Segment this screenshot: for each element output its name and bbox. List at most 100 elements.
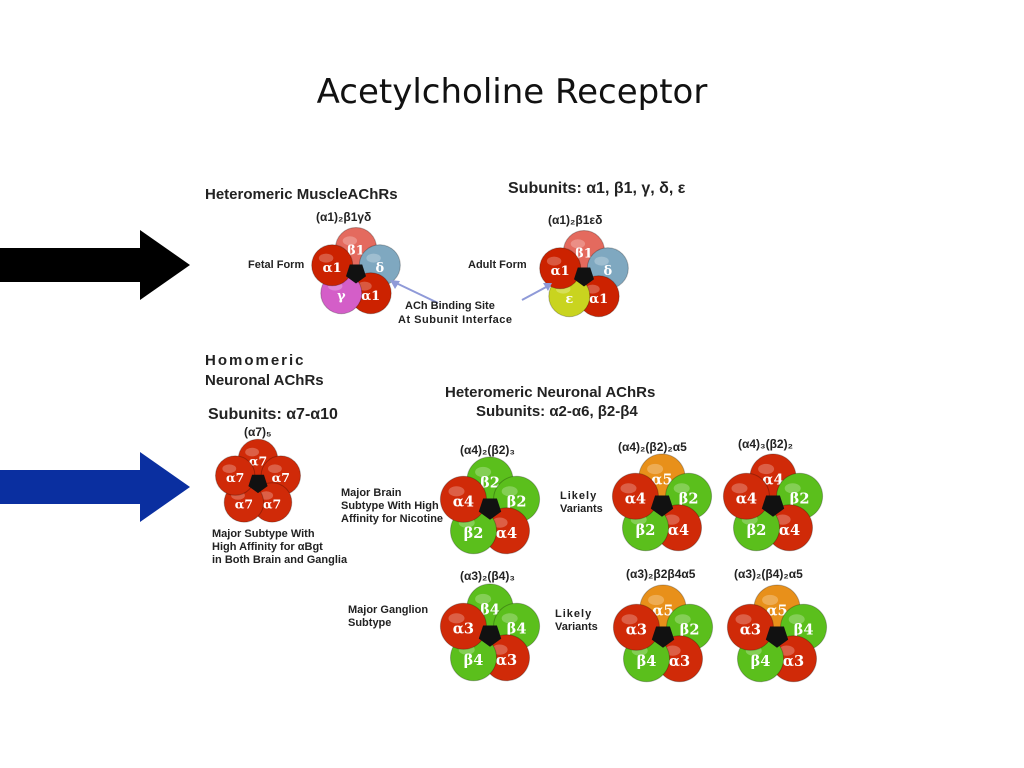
ion-pore: [651, 626, 675, 648]
homomeric-heading-line-1: Homomeric: [205, 352, 306, 369]
adult-form-label: Adult Form: [468, 259, 527, 271]
subunit-alpha1: α1: [311, 244, 354, 287]
subunit-label: α4: [453, 494, 474, 511]
subunit-highlight: [268, 464, 282, 474]
subunit-label: α3: [669, 653, 690, 670]
subunit-alpha4: α4: [439, 475, 487, 523]
muscle-subunits-label: Subunits: α1, β1, γ, δ, ε: [508, 180, 686, 197]
brain-caption-line-1: Major Brain: [341, 487, 402, 499]
subunit-label: δ: [603, 264, 612, 279]
subunit-alpha3: α3: [483, 634, 530, 682]
subunit-highlight: [758, 463, 775, 475]
subunit-highlight: [620, 483, 637, 494]
subunit-label: α3: [453, 621, 474, 638]
blue-arrow-shape: [0, 452, 190, 522]
heteromeric-subunits-label: Subunits: α2-α6, β2-β4: [476, 403, 638, 420]
subunit-label: α4: [625, 491, 646, 508]
homomeric-heading-line-2: Neuronal AChRs: [205, 372, 324, 389]
subunit-highlight: [448, 613, 465, 624]
subunit-label: α4: [496, 525, 517, 542]
subunit-label: β2: [747, 522, 767, 539]
subunit-highlight: [501, 486, 518, 497]
subunit-highlight: [674, 614, 691, 625]
subunit-label: α5: [651, 471, 672, 488]
subunit-highlight: [318, 253, 334, 263]
subunit-highlight: [648, 594, 665, 606]
fetal-form-label: Fetal Form: [248, 259, 305, 271]
subunit-label: β2: [790, 491, 810, 508]
subunit-label: β2: [507, 494, 527, 511]
subunit-label: α3: [783, 653, 804, 670]
homomeric-formula: (α7)₅: [244, 425, 272, 439]
subunit-highlight: [788, 614, 805, 625]
muscle-heading: Heteromeric MuscleAChRs: [205, 186, 398, 203]
subunit-highlight: [762, 594, 779, 606]
subunit-highlight: [475, 593, 492, 605]
fetal-formula: (α1)₂β1γδ: [316, 210, 372, 224]
subunit-alpha3: α3: [726, 603, 774, 651]
black-arrow: [0, 230, 190, 300]
subunit-alpha3: α3: [612, 603, 660, 651]
subunit-label: α3: [626, 622, 647, 639]
likely-variants-top-line-1: Likely: [560, 490, 598, 502]
subunit-label: α5: [766, 602, 787, 619]
a4-3-b2-2-formula: (α4)₃(β2)₂: [738, 437, 793, 451]
ion-pore: [248, 474, 268, 494]
subunit-alpha3: α3: [439, 602, 487, 650]
subunit-label: δ: [375, 261, 384, 276]
ion-pore: [346, 264, 366, 284]
subunit-label: β4: [794, 622, 814, 639]
subunit-label: β4: [751, 653, 771, 670]
ganglion-caption-line-1: Major Ganglion: [348, 604, 429, 616]
ganglion-caption-line-2: Subtype: [348, 617, 392, 629]
subunit-label: β1: [347, 244, 365, 259]
subunit-highlight: [448, 486, 465, 497]
subunit-label: β2: [679, 491, 699, 508]
subunit-alpha1: α1: [539, 247, 582, 290]
homomeric-caption-line-1: Major Subtype With: [212, 528, 315, 540]
subunit-label: α7: [235, 497, 253, 512]
ion-pore: [574, 267, 594, 287]
homomeric-caption-line-2: High Affinity for αBgt: [212, 541, 323, 553]
subunit-label: α3: [496, 652, 517, 669]
subunit-label: β4: [480, 601, 500, 618]
subunit-label: β2: [480, 474, 500, 491]
subunit-label: α7: [249, 453, 267, 468]
subunit-label: α7: [226, 470, 244, 485]
subunit-label: α1: [323, 261, 342, 276]
a3b4a5-formula: (α3)₂(β4)₂α5: [734, 567, 803, 581]
subunit-alpha4: α4: [766, 504, 813, 552]
subunit-highlight: [673, 483, 690, 494]
subunit-alpha4: α4: [722, 472, 770, 520]
subunit-highlight: [647, 463, 664, 475]
a3b4-formula: (α3)₂(β4)₃: [460, 569, 515, 583]
likely-variants-bottom-line-1: Likely: [555, 608, 593, 620]
ion-pore: [478, 498, 502, 520]
ion-pore: [761, 495, 785, 517]
subunit-label: α1: [551, 264, 570, 279]
subunit-label: γ: [337, 289, 346, 304]
subunit-label: α4: [736, 491, 757, 508]
subunit-label: α4: [762, 471, 783, 488]
black-arrow-shape: [0, 230, 190, 300]
homomeric-caption-line-3: in Both Brain and Ganglia: [212, 554, 348, 566]
subunit-highlight: [342, 236, 358, 246]
subunit-highlight: [735, 614, 752, 625]
subunit-highlight: [594, 256, 609, 266]
slide-title: Acetylcholine Receptor: [316, 72, 708, 112]
adult-formula: (α1)₂β1εδ: [548, 213, 603, 227]
brain-caption-line-2: Subtype With High: [341, 500, 439, 512]
subunit-label: β2: [636, 522, 656, 539]
subunit-alpha4: α4: [655, 504, 702, 552]
subunit-label: ε: [565, 292, 573, 307]
ion-pore: [478, 625, 502, 647]
subunit-label: α1: [361, 289, 380, 304]
subunit-label: β4: [637, 653, 657, 670]
